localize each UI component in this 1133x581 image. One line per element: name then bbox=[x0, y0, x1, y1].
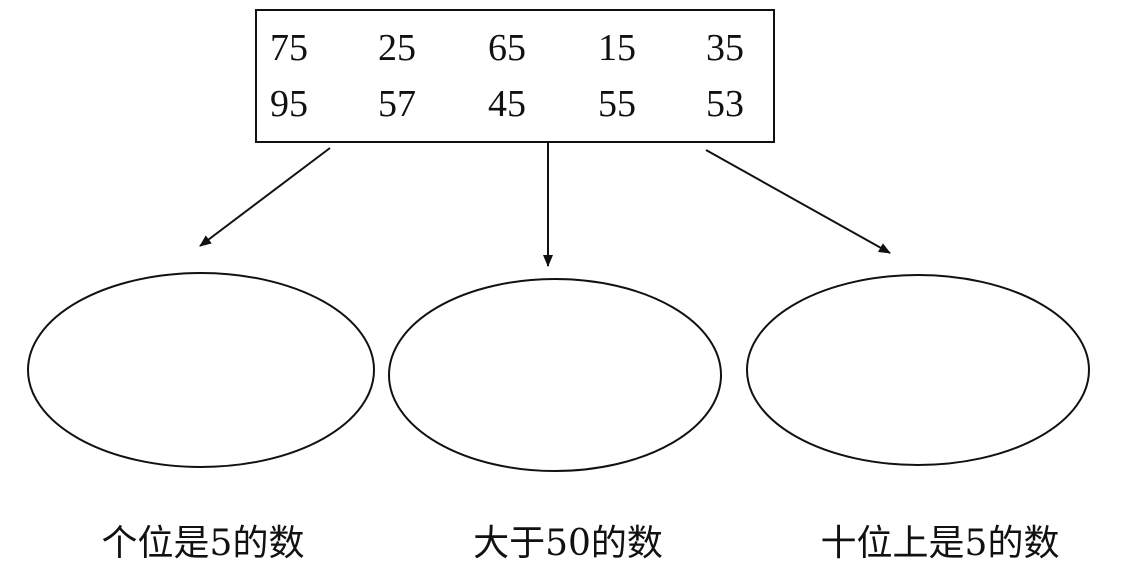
numbers-box: 75 25 65 15 35 95 57 45 55 53 bbox=[255, 9, 775, 143]
number-cell: 95 bbox=[270, 83, 308, 125]
category-label-ones-digit-5: 个位是5的数 bbox=[102, 523, 305, 564]
number-cell: 57 bbox=[378, 83, 416, 125]
number-cell: 25 bbox=[378, 27, 416, 69]
number-cell: 75 bbox=[270, 27, 308, 69]
numbers-box-frame bbox=[255, 9, 775, 143]
number-cell: 53 bbox=[706, 83, 744, 125]
number-cell: 35 bbox=[706, 27, 744, 69]
category-ellipse-tens-digit-5 bbox=[746, 274, 1090, 466]
category-ellipse-greater-than-50 bbox=[388, 278, 722, 472]
number-cell: 55 bbox=[598, 83, 636, 125]
number-cell: 45 bbox=[488, 83, 526, 125]
category-label-greater-than-50: 大于50的数 bbox=[473, 523, 663, 564]
category-ellipse-ones-digit-5 bbox=[27, 272, 375, 468]
number-cell: 15 bbox=[598, 27, 636, 69]
category-label-tens-digit-5: 十位上是5的数 bbox=[821, 523, 1060, 564]
number-cell: 65 bbox=[488, 27, 526, 69]
arrow-right bbox=[705, 149, 891, 254]
arrow-left bbox=[199, 147, 331, 247]
